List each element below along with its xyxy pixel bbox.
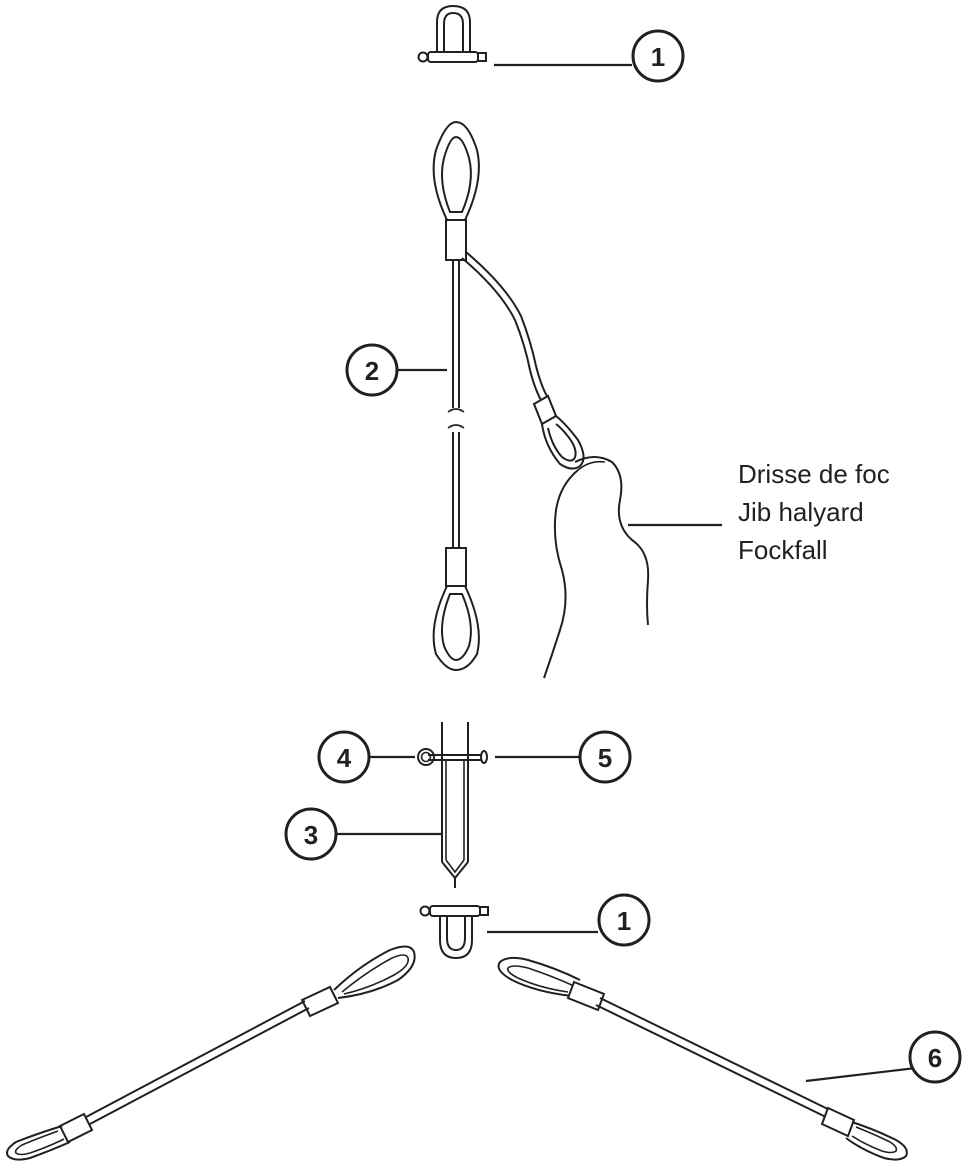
bridle-wire-left-icon <box>6 945 416 1161</box>
halyard-label: Drisse de foc Jib halyard Fockfall <box>738 459 890 565</box>
callout-4: 4 <box>317 730 371 784</box>
shackle-bottom-icon <box>419 905 489 960</box>
split-ring-icon <box>417 748 435 766</box>
halyard-label-en: Jib halyard <box>738 497 864 527</box>
halyard-label-fr: Drisse de foc <box>738 459 890 489</box>
svg-text:2: 2 <box>365 356 379 386</box>
clevis-pin-icon <box>428 750 488 764</box>
halyard-rope-icon <box>543 456 650 679</box>
halyard-wire-icon <box>432 120 585 672</box>
callout-6: 6 <box>908 1030 962 1084</box>
callout-1-top: 1 <box>631 29 685 83</box>
callout-5: 5 <box>578 730 632 784</box>
svg-text:4: 4 <box>337 743 352 773</box>
bridle-wire-right-icon <box>497 956 908 1161</box>
halyard-label-de: Fockfall <box>738 535 828 565</box>
tack-fitting-icon <box>441 722 469 888</box>
svg-text:5: 5 <box>598 743 612 773</box>
leader-6 <box>805 1066 917 1083</box>
callout-3: 3 <box>284 807 338 861</box>
svg-text:3: 3 <box>304 820 318 850</box>
callout-2: 2 <box>345 343 399 397</box>
callout-1-bottom: 1 <box>597 893 651 947</box>
svg-text:6: 6 <box>928 1043 942 1073</box>
svg-text:1: 1 <box>617 906 631 936</box>
shackle-top-icon <box>417 4 487 63</box>
svg-text:1: 1 <box>651 42 665 72</box>
